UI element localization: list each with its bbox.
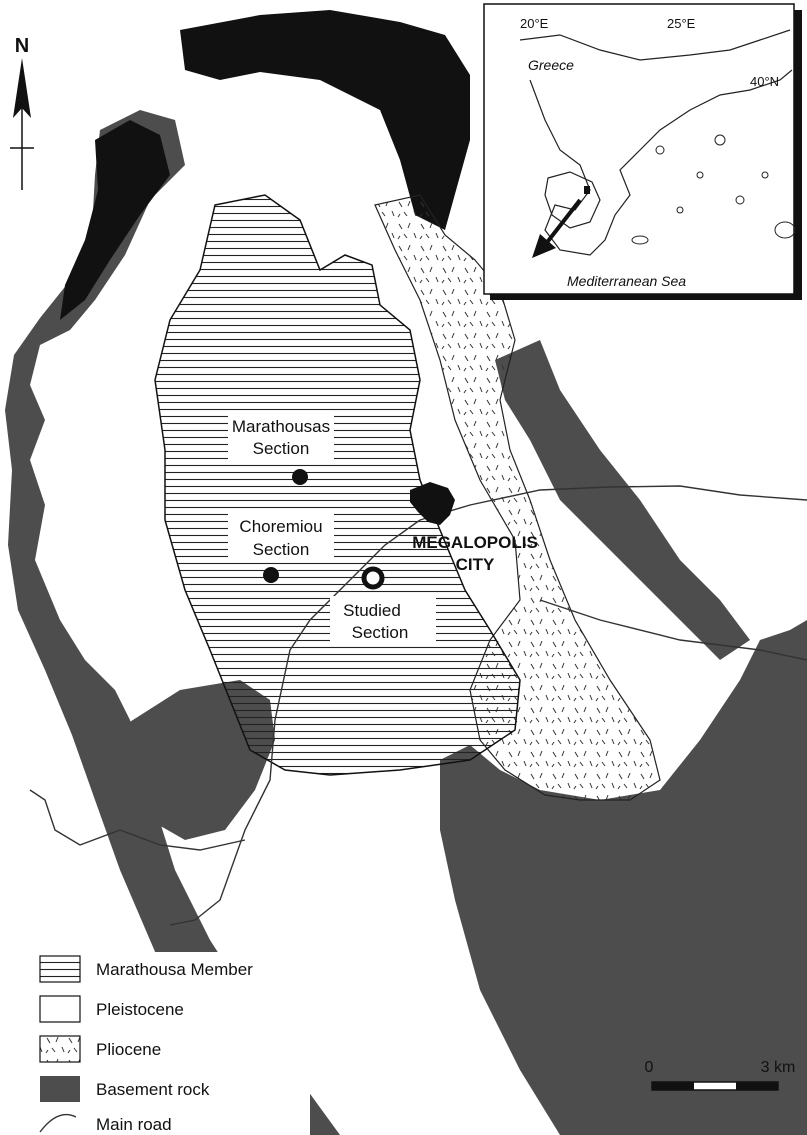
marathousas-label-2: Section	[253, 439, 310, 458]
inset-map: 20°E 25°E 40°N Greece Mediterranean Sea	[483, 3, 802, 300]
main-road-east-lower	[539, 599, 807, 661]
inset-greece-outline	[519, 29, 793, 256]
north-arrow-icon	[13, 58, 31, 118]
inset-lon-25: 25°E	[667, 16, 696, 31]
main-road-southwest	[29, 789, 246, 851]
choremiou-section-marker	[263, 567, 279, 583]
megalopolis-city-area	[410, 482, 455, 525]
north-label: N	[15, 35, 29, 57]
pliocene-zone	[374, 194, 661, 801]
legend-swatch-basement	[40, 1076, 80, 1102]
legend-label-pleistocene: Pleistocene	[96, 1000, 184, 1019]
inset-lat-40: 40°N	[750, 74, 779, 89]
choremiou-label-1: Choremiou	[239, 517, 322, 536]
studied-label-2: Section	[352, 623, 409, 642]
studied-label-1: Studied	[343, 601, 401, 620]
basement-rock-north	[180, 10, 470, 230]
choremiou-label-2: Section	[253, 540, 310, 559]
scale-end-label: 3 km	[761, 1059, 796, 1076]
inset-peloponnese	[544, 171, 601, 229]
legend-label-basement: Basement rock	[96, 1080, 210, 1099]
megalopolis-label-2: CITY	[456, 555, 495, 574]
basement-rock-southeast	[440, 620, 807, 1135]
marathousas-label-1: Marathousas	[232, 417, 330, 436]
north-arrow: N	[10, 35, 34, 190]
basement-rock-east	[495, 340, 750, 660]
studied-section-marker	[361, 566, 385, 590]
legend-label-marathousa: Marathousa Member	[96, 960, 253, 979]
legend-swatch-marathousa	[39, 955, 81, 983]
megalopolis-label-1: MEGALOPOLIS	[412, 533, 538, 552]
basement-rock-northwest	[60, 120, 170, 320]
inset-sea-label: Mediterranean Sea	[567, 273, 686, 289]
legend-label-pliocene: Pliocene	[96, 1040, 161, 1059]
inset-pointer-arrow	[543, 198, 582, 247]
legend-label-road: Main road	[96, 1115, 172, 1134]
inset-lon-20: 20°E	[520, 16, 549, 31]
basement-rock-west	[5, 110, 340, 1135]
legend-swatch-pleistocene	[39, 995, 81, 1023]
main-road-north-east	[419, 485, 807, 521]
main-road-south	[169, 519, 421, 926]
legend: Marathousa Member Pleistocene Pliocene B…	[0, 952, 310, 1135]
marathousas-section-marker	[292, 469, 308, 485]
inset-country-label: Greece	[528, 57, 574, 73]
legend-swatch-road	[39, 1113, 77, 1133]
scale-start-label: 0	[645, 1059, 654, 1076]
legend-swatch-pliocene	[39, 1035, 81, 1063]
scale-bar: 0 3 km	[645, 1059, 796, 1091]
